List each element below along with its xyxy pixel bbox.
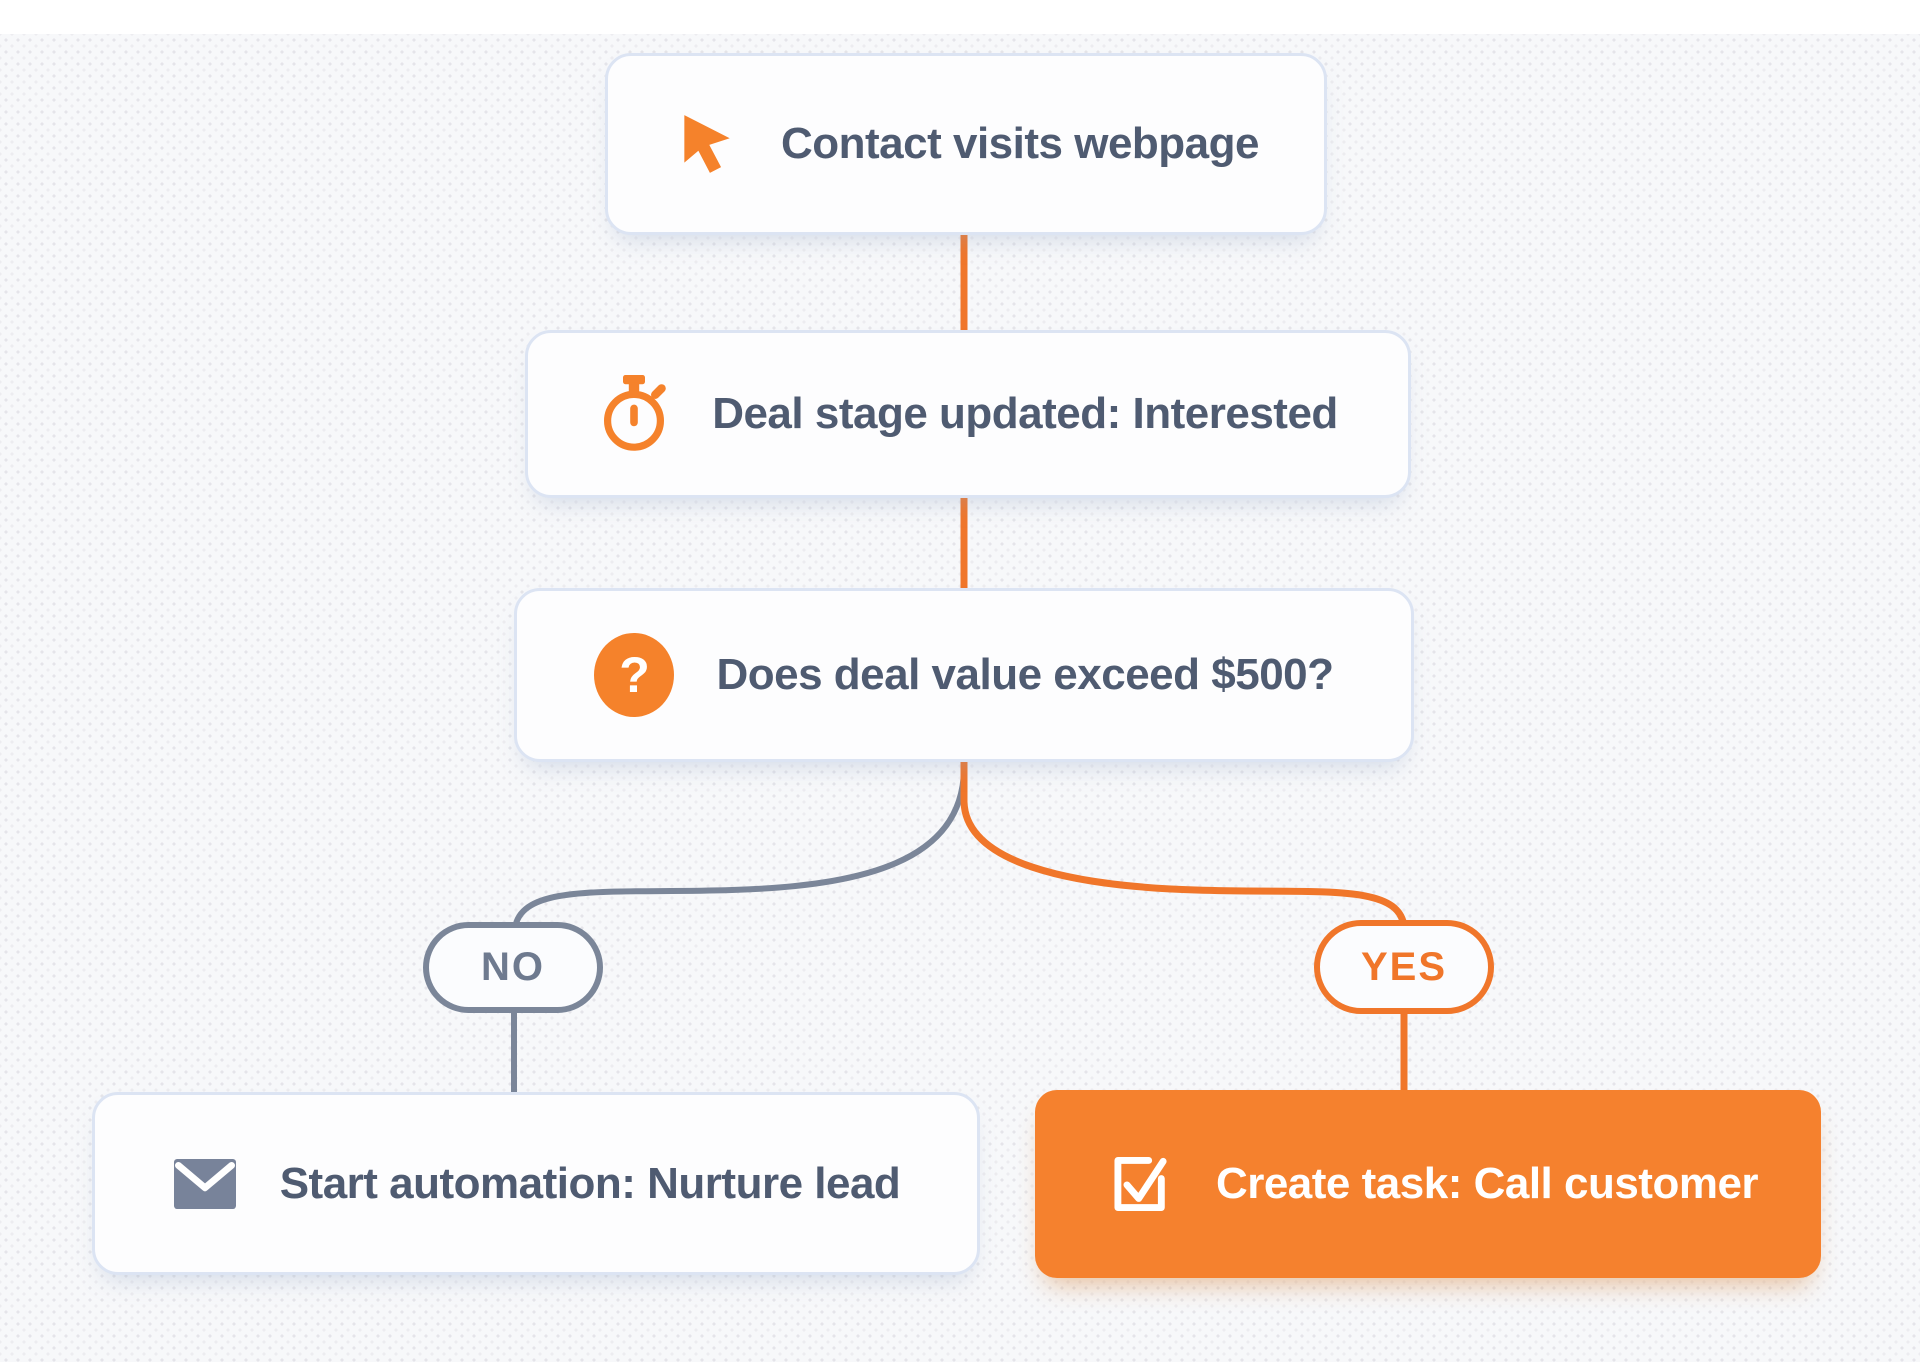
question-glyph: ? — [619, 647, 650, 703]
node-label: Does deal value exceed $500? — [716, 650, 1334, 699]
envelope-icon — [172, 1157, 238, 1211]
yes-text: YES — [1360, 944, 1448, 989]
node-deal-stage-updated[interactable]: Deal stage updated: Interested — [525, 330, 1411, 498]
node-create-task[interactable]: Create task: Call customer — [1035, 1090, 1821, 1278]
cursor-icon — [673, 111, 739, 177]
node-contact-visits-webpage[interactable]: Contact visits webpage — [605, 53, 1327, 235]
no-text: NO — [481, 945, 545, 989]
node-label: Deal stage updated: Interested — [712, 389, 1338, 438]
stopwatch-icon — [598, 374, 670, 454]
node-label: Contact visits webpage — [780, 119, 1260, 168]
node-label: Start automation: Nurture lead — [279, 1158, 901, 1208]
check-square-icon — [1098, 1146, 1174, 1222]
question-icon: ? — [594, 633, 675, 717]
node-label: Create task: Call customer — [1215, 1159, 1759, 1208]
branch-label-no: NO — [423, 922, 603, 1013]
node-start-automation[interactable]: Start automation: Nurture lead — [92, 1092, 980, 1275]
node-condition-deal-value[interactable]: ? Does deal value exceed $500? — [514, 588, 1414, 762]
branch-label-yes: YES — [1314, 920, 1494, 1014]
